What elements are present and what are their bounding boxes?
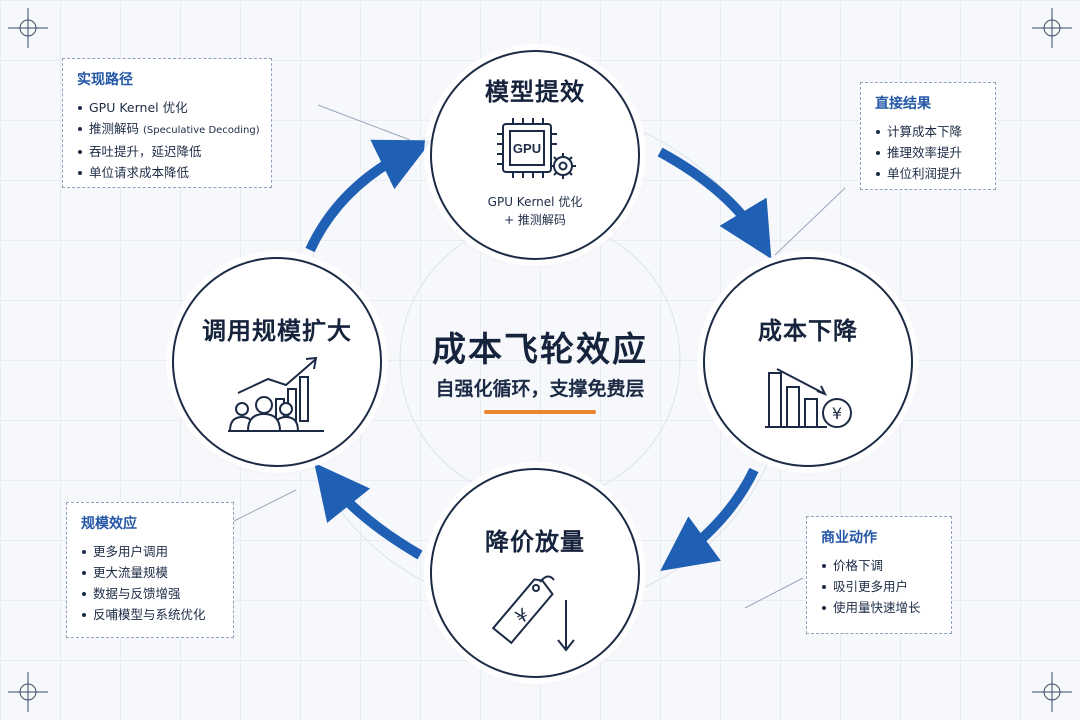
- arrow-top-to-right: [657, 147, 772, 259]
- yen-price-tag-down-arrow-icon: ¥: [492, 575, 575, 652]
- box-business-actions-title: 商业动作: [821, 530, 877, 546]
- box-scale-effect: 规模效应 更多用户调用 更大流量规模 数据与反馈增强 反哺模型与系统优化: [66, 502, 234, 638]
- box-implementation-path-list: GPU Kernel 优化 推测解码 (Speculative Decoding…: [77, 97, 260, 183]
- center-accent-underline: [484, 410, 596, 414]
- list-item: 计算成本下降: [875, 121, 983, 142]
- list-item: 反哺模型与系统优化: [81, 604, 221, 625]
- declining-bars-yen-coin-icon: ¥: [765, 368, 852, 428]
- box-business-actions-list: 价格下调 吸引更多用户 使用量快速增长: [821, 555, 939, 618]
- arrow-bottom-to-left: [314, 462, 423, 560]
- users-rising-chart-icon: [228, 356, 324, 432]
- arrow-right-to-bottom: [660, 467, 759, 571]
- leader-lines: [231, 104, 846, 609]
- box-implementation-path: 实现路径 GPU Kernel 优化 推测解码 (Speculative Dec…: [62, 58, 272, 188]
- gpu-chip-gear-icon: GPU: [497, 118, 576, 179]
- gpu-chip-label: GPU: [513, 141, 541, 156]
- node-price-cut-volume-title: 降价放量: [485, 528, 585, 556]
- list-item-note: (Speculative Decoding): [143, 125, 260, 136]
- list-item: 更大流量规模: [81, 562, 221, 583]
- arrow-left-to-top: [305, 139, 432, 253]
- center-subtitle: 自强化循环，支撑免费层: [435, 378, 645, 400]
- box-business-actions: 商业动作 价格下调 吸引更多用户 使用量快速增长: [806, 516, 952, 634]
- list-item: 价格下调: [821, 555, 939, 576]
- corner-marks: [8, 8, 1072, 712]
- node-scale-up-title: 调用规模扩大: [202, 317, 352, 345]
- list-item: 推理效率提升: [875, 142, 983, 163]
- box-direct-results: 直接结果 计算成本下降 推理效率提升 单位利润提升: [860, 82, 996, 190]
- box-implementation-path-title: 实现路径: [77, 72, 133, 88]
- box-scale-effect-list: 更多用户调用 更大流量规模 数据与反馈增强 反哺模型与系统优化: [81, 541, 221, 625]
- node-scale-up: 调用规模扩大: [172, 257, 382, 467]
- box-direct-results-list: 计算成本下降 推理效率提升 单位利润提升: [875, 121, 983, 184]
- list-item-text: 推测解码: [89, 121, 140, 136]
- box-direct-results-title: 直接结果: [875, 96, 931, 112]
- list-item: 吸引更多用户: [821, 576, 939, 597]
- node-model-efficiency-sub-2: + 推测解码: [504, 213, 566, 227]
- list-item: 单位请求成本降低: [77, 162, 259, 183]
- node-cost-down: 成本下降 ¥: [703, 257, 913, 467]
- cycle-arrows: [305, 139, 772, 571]
- list-item: 使用量快速增长: [821, 597, 939, 618]
- node-model-efficiency-title: 模型提效: [485, 78, 585, 106]
- node-price-cut-volume: 降价放量 ¥: [430, 468, 640, 678]
- list-item: 数据与反馈增强: [81, 583, 221, 604]
- node-cost-down-title: 成本下降: [758, 317, 858, 345]
- list-item: 推测解码 (Speculative Decoding): [77, 118, 260, 141]
- node-model-efficiency: 模型提效 GPU GPU Kernel 优化 + 推测解码: [430, 50, 640, 260]
- list-item: 更多用户调用: [81, 541, 221, 562]
- list-item: 单位利润提升: [875, 163, 983, 184]
- center-title: 成本飞轮效应: [432, 330, 648, 370]
- list-item: GPU Kernel 优化: [77, 97, 259, 118]
- list-item: 吞吐提升，延迟降低: [77, 141, 259, 162]
- node-model-efficiency-sub-1: GPU Kernel 优化: [487, 195, 583, 209]
- yen-coin-symbol: ¥: [832, 404, 842, 423]
- price-tag-yen-symbol: ¥: [512, 604, 532, 628]
- box-scale-effect-title: 规模效应: [81, 516, 137, 532]
